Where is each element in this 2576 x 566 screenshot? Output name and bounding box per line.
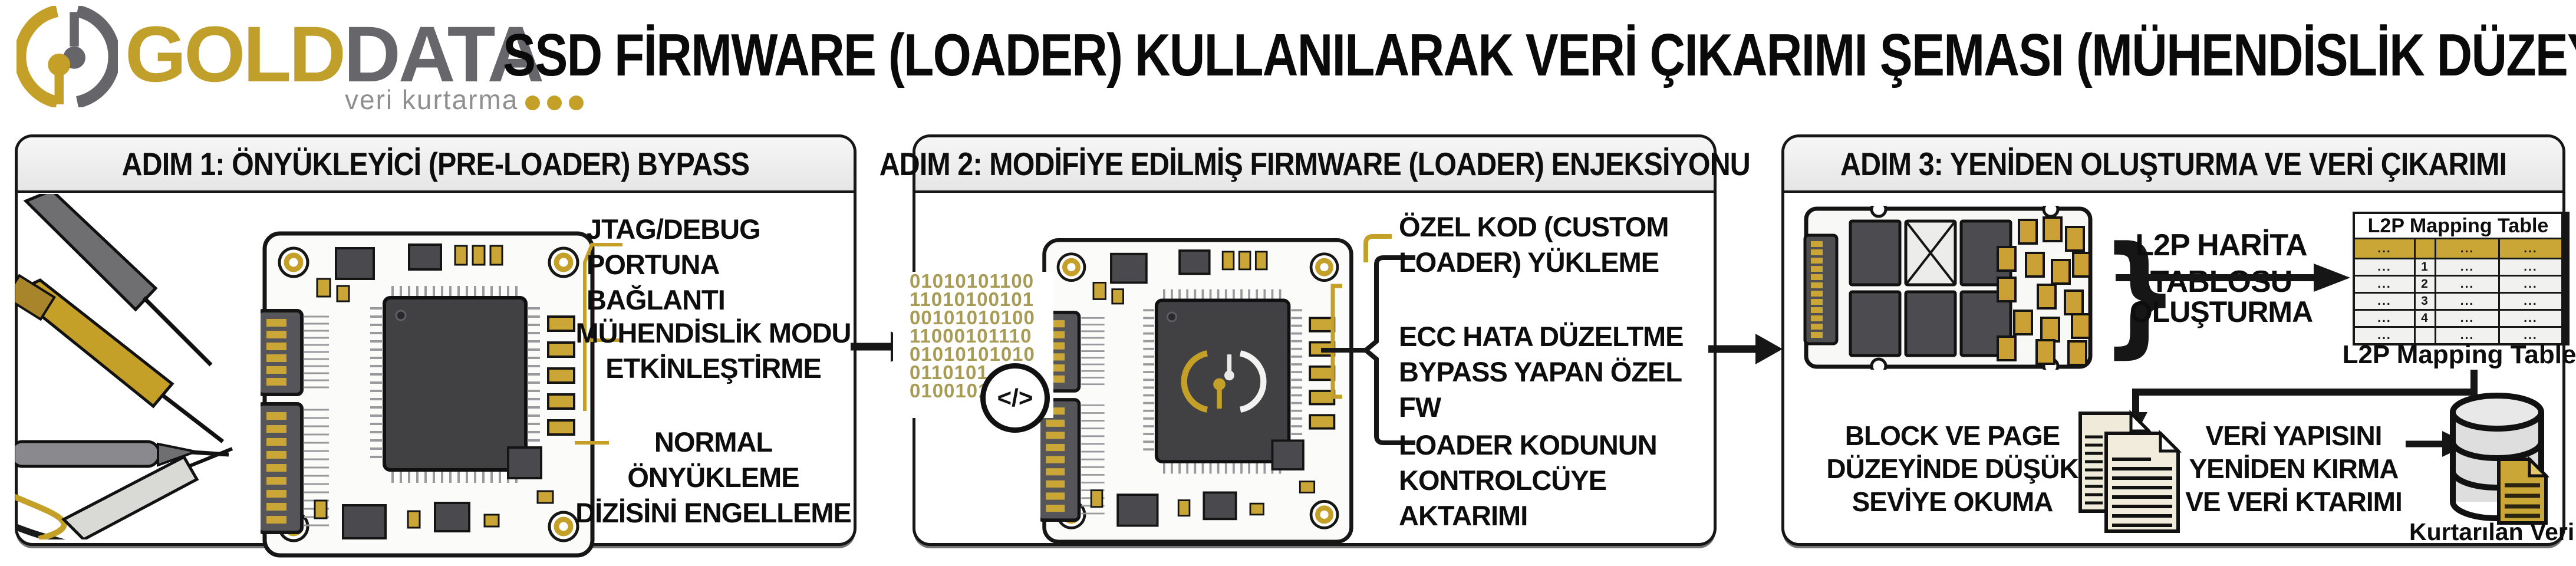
- l2p-create-arrow-icon: [2116, 264, 2350, 292]
- table-cell: ...: [2436, 328, 2498, 343]
- label-loader-transfer: LOADER KODUNUN KONTROLCÜYE AKTARIMI: [1399, 429, 1658, 531]
- brand-mark-icon: [17, 6, 118, 107]
- label-custom-loader: ÖZEL KOD (CUSTOM LOADER) YÜKLEME: [1399, 211, 1669, 278]
- dot-icon: [569, 96, 584, 110]
- table-caption: L2P Mapping Table: [2342, 340, 2576, 369]
- table-cell: ...: [2500, 328, 2561, 343]
- table-cell: 4: [2416, 311, 2435, 326]
- panel-step-1: ADIM 1: ÖNYÜKLEYİCİ (PRE-LOADER) BYPASS: [15, 134, 857, 558]
- table-cell: [2416, 239, 2435, 258]
- brand-wordmark: GOLDDATA: [125, 11, 544, 99]
- label-rebuild-extract: VERİ YAPISINI YENİDEN KIRMA VE VERİ KTAR…: [2185, 420, 2403, 517]
- brand-tagline: veri kurtarma: [345, 84, 584, 116]
- table-cell: ...: [2355, 239, 2414, 258]
- panel-step-3: ADIM 3: YENİDEN OLUŞTURMA VE VERİ ÇIKARI…: [1781, 134, 2576, 546]
- panel-step-2: ADIM 2: MODİFİYE EDİLMİŞ FIRMWARE (LOADE…: [879, 134, 1750, 546]
- table-cell: 2: [2416, 277, 2435, 292]
- brace-icon: }: [2100, 219, 2180, 371]
- table-cell: ...: [2500, 311, 2561, 326]
- label-jtag-debug: JTAG/DEBUG PORTUNA BAĞLANTI: [587, 213, 761, 315]
- leader-lines-gold: [583, 243, 622, 411]
- table-cell: [2416, 328, 2435, 343]
- table-cell: ...: [2355, 294, 2414, 309]
- dot-icon: [547, 96, 562, 110]
- table-cell: ...: [2355, 259, 2414, 275]
- table-cell: ...: [2355, 311, 2414, 326]
- leader-line-gold: [575, 441, 609, 445]
- label-l2p-create: OLUŞTURMA: [2129, 295, 2313, 328]
- label-block-normal-boot: NORMAL ÖNYÜKLEME DİZİSİNİ ENGELLEME: [575, 426, 852, 528]
- table-cell: ...: [2436, 259, 2498, 275]
- gold-bracket-icon: [1330, 284, 1342, 399]
- table-cell: ...: [2355, 277, 2414, 292]
- brand-gray: DATA: [344, 11, 544, 98]
- l2p-table: L2P Mapping Table ... ... ... ... 1 ... …: [2353, 212, 2570, 345]
- ssd-nand-board-icon: [1803, 206, 2093, 370]
- test-probes-icon: [15, 194, 233, 539]
- code-icon: </>: [980, 363, 1050, 433]
- flow-arrow-2-3-icon: [1708, 334, 1783, 364]
- table-cell: ...: [2500, 294, 2561, 309]
- table-cell: 3: [2416, 294, 2435, 309]
- table-cell: ...: [2436, 239, 2498, 258]
- panel1-header: ADIM 1: ÖNYÜKLEYİCİ (PRE-LOADER) BYPASS: [18, 137, 854, 193]
- brand-gold: GOLD: [125, 11, 346, 98]
- page-title: SSD FİRMWARE (LOADER) KULLANILARAK VERİ …: [502, 22, 2576, 88]
- ssd-pcb-icon: [261, 231, 595, 558]
- table-cell: ...: [2436, 277, 2498, 292]
- ssd-pcb-logo-icon: [1040, 238, 1353, 544]
- document-stack-icon: [2078, 410, 2182, 533]
- panel2-header: ADIM 2: MODİFİYE EDİLMİŞ FIRMWARE (LOADE…: [879, 137, 1750, 193]
- label-ecc-bypass: ECC HATA DÜZELTME BYPASS YAPAN ÖZEL FW: [1399, 321, 1684, 423]
- table-cell: ...: [2436, 311, 2498, 326]
- gold-elbow-icon: [1363, 234, 1392, 262]
- database-icon: [2450, 393, 2550, 525]
- table-cell: 1: [2416, 259, 2435, 275]
- table-cell: ...: [2436, 294, 2498, 309]
- table-cell: ...: [2500, 277, 2561, 292]
- panel3-header: ADIM 3: YENİDEN OLUŞTURMA VE VERİ ÇIKARI…: [1784, 137, 2562, 193]
- table-cell: ...: [2355, 328, 2414, 343]
- label-l2p-map: L2P HARİTA TABLOSU: [2135, 228, 2307, 299]
- label-recovered-data: Kurtarılan Veriler: [2409, 518, 2576, 545]
- table-cell: ...: [2500, 239, 2561, 258]
- label-block-page-read: BLOCK VE PAGE DÜZEYİNDE DÜŞÜK SEVİYE OKU…: [1826, 420, 2078, 517]
- brace-connector-icon: [1321, 255, 1415, 445]
- dot-icon: [525, 96, 541, 110]
- table-title: L2P Mapping Table: [2355, 214, 2561, 238]
- table-cell: ...: [2500, 259, 2561, 275]
- label-engineering-mode: MÜHENDİSLİK MODU ETKİNLEŞTİRME: [575, 317, 851, 384]
